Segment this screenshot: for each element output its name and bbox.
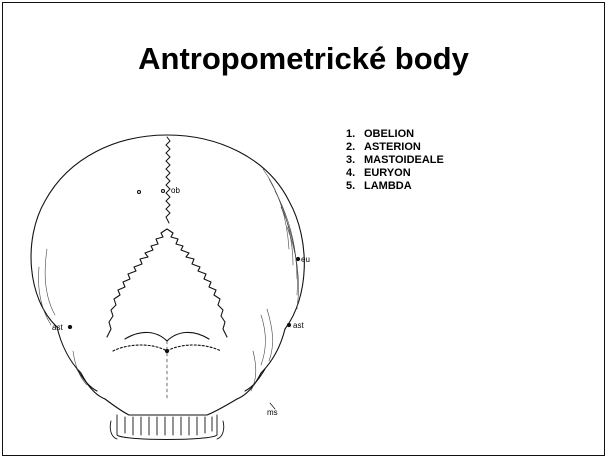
list-item: 4.EURYON	[346, 167, 444, 180]
lambdoid-suture	[107, 229, 227, 337]
list-item: 2.ASTERION	[346, 141, 444, 154]
list-item: 3.MASTOIDEALE	[346, 154, 444, 167]
item-number: 5.	[346, 180, 364, 193]
slide: Antropometrické body 1.OBELION 2.ASTERIO…	[2, 2, 605, 456]
list-item: 5.LAMBDA	[346, 180, 444, 193]
item-number: 3.	[346, 154, 364, 167]
item-label: OBELION	[364, 128, 414, 140]
item-number: 2.	[346, 141, 364, 154]
slide-title: Antropometrické body	[3, 41, 604, 77]
skull-illustration: ob eu ast ast ms	[17, 129, 317, 447]
item-label: MASTOIDEALE	[364, 154, 444, 166]
skull-outline	[31, 135, 304, 329]
label-ob: ob	[171, 186, 180, 195]
item-number: 1.	[346, 128, 364, 141]
label-ast-left: ast	[52, 323, 63, 332]
label-ms: ms	[267, 408, 278, 417]
item-number: 4.	[346, 167, 364, 180]
item-label: EURYON	[364, 167, 411, 179]
label-ast-right: ast	[293, 321, 304, 330]
item-label: LAMBDA	[364, 180, 412, 192]
label-eu: eu	[301, 255, 310, 264]
item-label: ASTERION	[364, 141, 421, 153]
teeth	[110, 415, 224, 440]
list-item: 1.OBELION	[346, 128, 444, 141]
point-list: 1.OBELION 2.ASTERION 3.MASTOIDEALE 4.EUR…	[346, 128, 444, 193]
sagittal-suture	[166, 137, 170, 223]
